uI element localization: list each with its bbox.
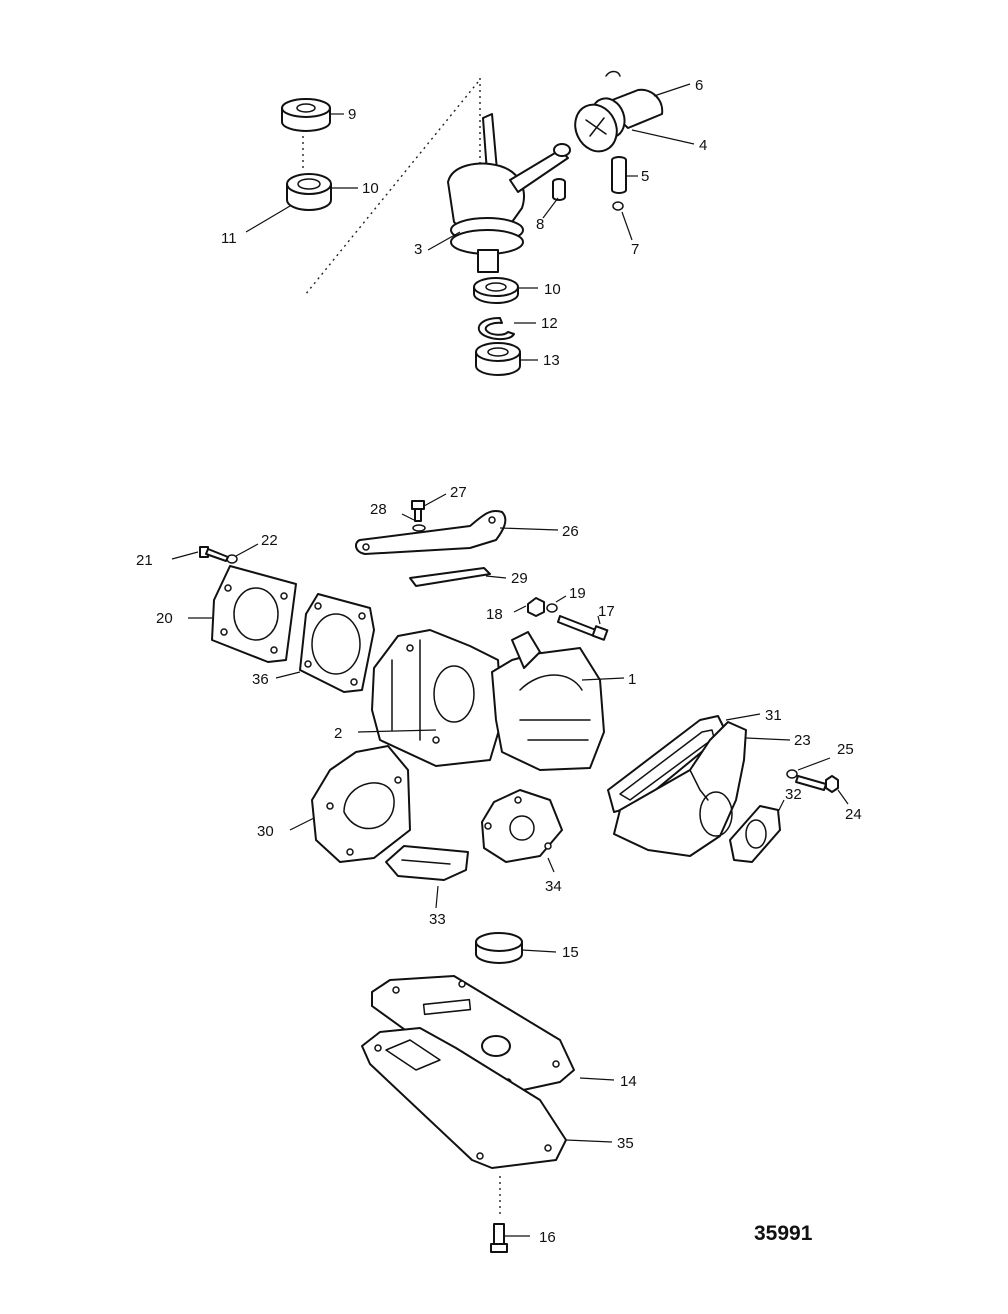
- callout-1: 1: [628, 671, 636, 688]
- clip-part-7: [612, 201, 624, 211]
- callout-21: 21: [136, 552, 153, 569]
- nut-part-18: [527, 597, 545, 617]
- drawing-number: 35991: [754, 1222, 813, 1245]
- bearing-part-13: [475, 342, 521, 376]
- screw-part-16: [490, 1223, 508, 1253]
- gasket-part-32: [729, 805, 781, 863]
- callout-17: 17: [598, 603, 615, 620]
- wrist-pin-part-5: [611, 156, 627, 194]
- washer-part-25: [786, 769, 798, 779]
- callout-8: 8: [536, 216, 544, 233]
- crankcase-part-1: [491, 631, 605, 771]
- gasket-part-30: [311, 745, 411, 863]
- callout-labels: 6 9 4 10 5 11 8 3 7 10 12 13 27 28 26 22…: [136, 77, 862, 1246]
- callout-31: 31: [765, 707, 782, 724]
- bearing-part-10-left: [286, 173, 332, 211]
- callout-11: 11: [221, 230, 237, 247]
- callout-22: 22: [261, 532, 278, 549]
- callout-13: 13: [543, 352, 560, 369]
- circlip-top: [605, 70, 621, 77]
- bearing-part-10-right: [473, 277, 519, 304]
- head-plate-part-20: [211, 565, 297, 663]
- callout-2: 2: [334, 725, 342, 742]
- callout-14: 14: [620, 1073, 637, 1090]
- cylinder-block-part-2: [371, 629, 503, 767]
- lower-assembly: [199, 500, 839, 1253]
- callout-28: 28: [370, 501, 387, 518]
- plate-part-29: [409, 567, 491, 587]
- plate-gasket-part-33: [385, 845, 469, 881]
- screw-part-27: [411, 500, 425, 522]
- bolt-part-17: [557, 615, 609, 641]
- washer-part-28: [412, 524, 426, 532]
- piston-part-4: [574, 103, 618, 153]
- callout-36: 36: [252, 671, 269, 688]
- callout-10-lower: 10: [544, 281, 561, 298]
- callout-30: 30: [257, 823, 274, 840]
- callout-35: 35: [617, 1135, 634, 1152]
- callout-4: 4: [699, 137, 707, 154]
- callout-24: 24: [845, 806, 862, 823]
- callout-6: 6: [695, 77, 703, 94]
- callout-3: 3: [414, 241, 422, 258]
- leader-lines: [171, 83, 849, 1237]
- callout-20: 20: [156, 610, 173, 627]
- callout-9: 9: [348, 106, 356, 123]
- callout-27: 27: [450, 484, 467, 501]
- callout-26: 26: [562, 523, 579, 540]
- bearing-part-15: [475, 932, 523, 964]
- base-plate-part-14: [371, 975, 575, 1093]
- seal-part-9: [281, 98, 331, 132]
- callout-34: 34: [545, 878, 562, 895]
- washer-part-19: [546, 603, 558, 613]
- callout-19: 19: [569, 585, 586, 602]
- callout-29: 29: [511, 570, 528, 587]
- snap-ring-part-12: [477, 317, 515, 340]
- callout-15: 15: [562, 944, 579, 961]
- manifold-part-23: [613, 721, 747, 857]
- callout-23: 23: [794, 732, 811, 749]
- crankshaft-part-3: [447, 113, 571, 273]
- callout-7: 7: [631, 241, 639, 258]
- bolt-part-21: [199, 546, 229, 562]
- pin-part-8: [552, 178, 566, 201]
- callout-25: 25: [837, 741, 854, 758]
- callout-16: 16: [539, 1229, 556, 1246]
- callout-12: 12: [541, 315, 558, 332]
- callout-18: 18: [486, 606, 503, 623]
- washer-part-22: [226, 554, 238, 564]
- callout-33: 33: [429, 911, 446, 928]
- callout-10: 10: [362, 180, 379, 197]
- upper-assembly: [281, 70, 664, 376]
- callout-32: 32: [785, 786, 802, 803]
- bolt-part-24: [795, 775, 839, 793]
- alignment-line-diagonal: [304, 81, 479, 296]
- flange-gasket-part-34: [481, 789, 563, 863]
- callout-5: 5: [641, 168, 649, 185]
- gasket-part-36: [299, 593, 375, 693]
